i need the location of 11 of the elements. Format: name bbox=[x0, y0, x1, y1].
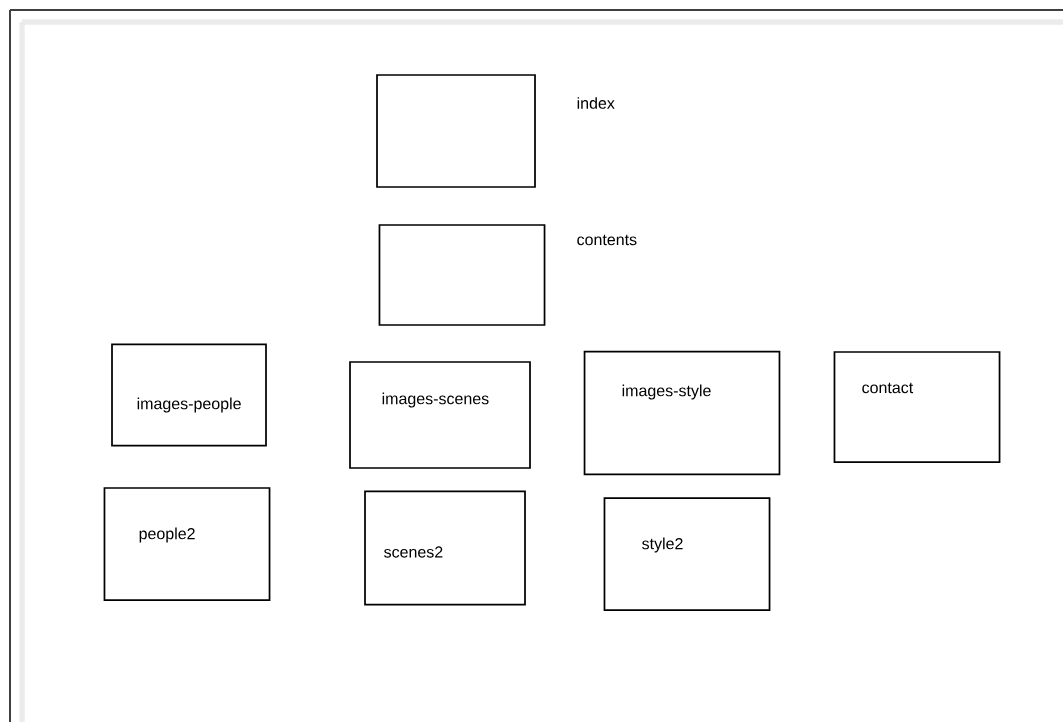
page-box: index bbox=[376, 74, 615, 188]
page-box: people2 bbox=[103, 487, 271, 601]
page-box: scenes2 bbox=[364, 490, 526, 606]
page-box: contents bbox=[378, 224, 637, 326]
page-box: contact bbox=[833, 351, 1001, 463]
page-box: images-style bbox=[583, 350, 781, 476]
node-label: contents bbox=[577, 234, 637, 246]
page-box: images-people bbox=[111, 343, 267, 447]
node-label: index bbox=[577, 97, 615, 109]
page-box: images-scenes bbox=[349, 361, 531, 469]
page-box: style2 bbox=[603, 497, 771, 611]
